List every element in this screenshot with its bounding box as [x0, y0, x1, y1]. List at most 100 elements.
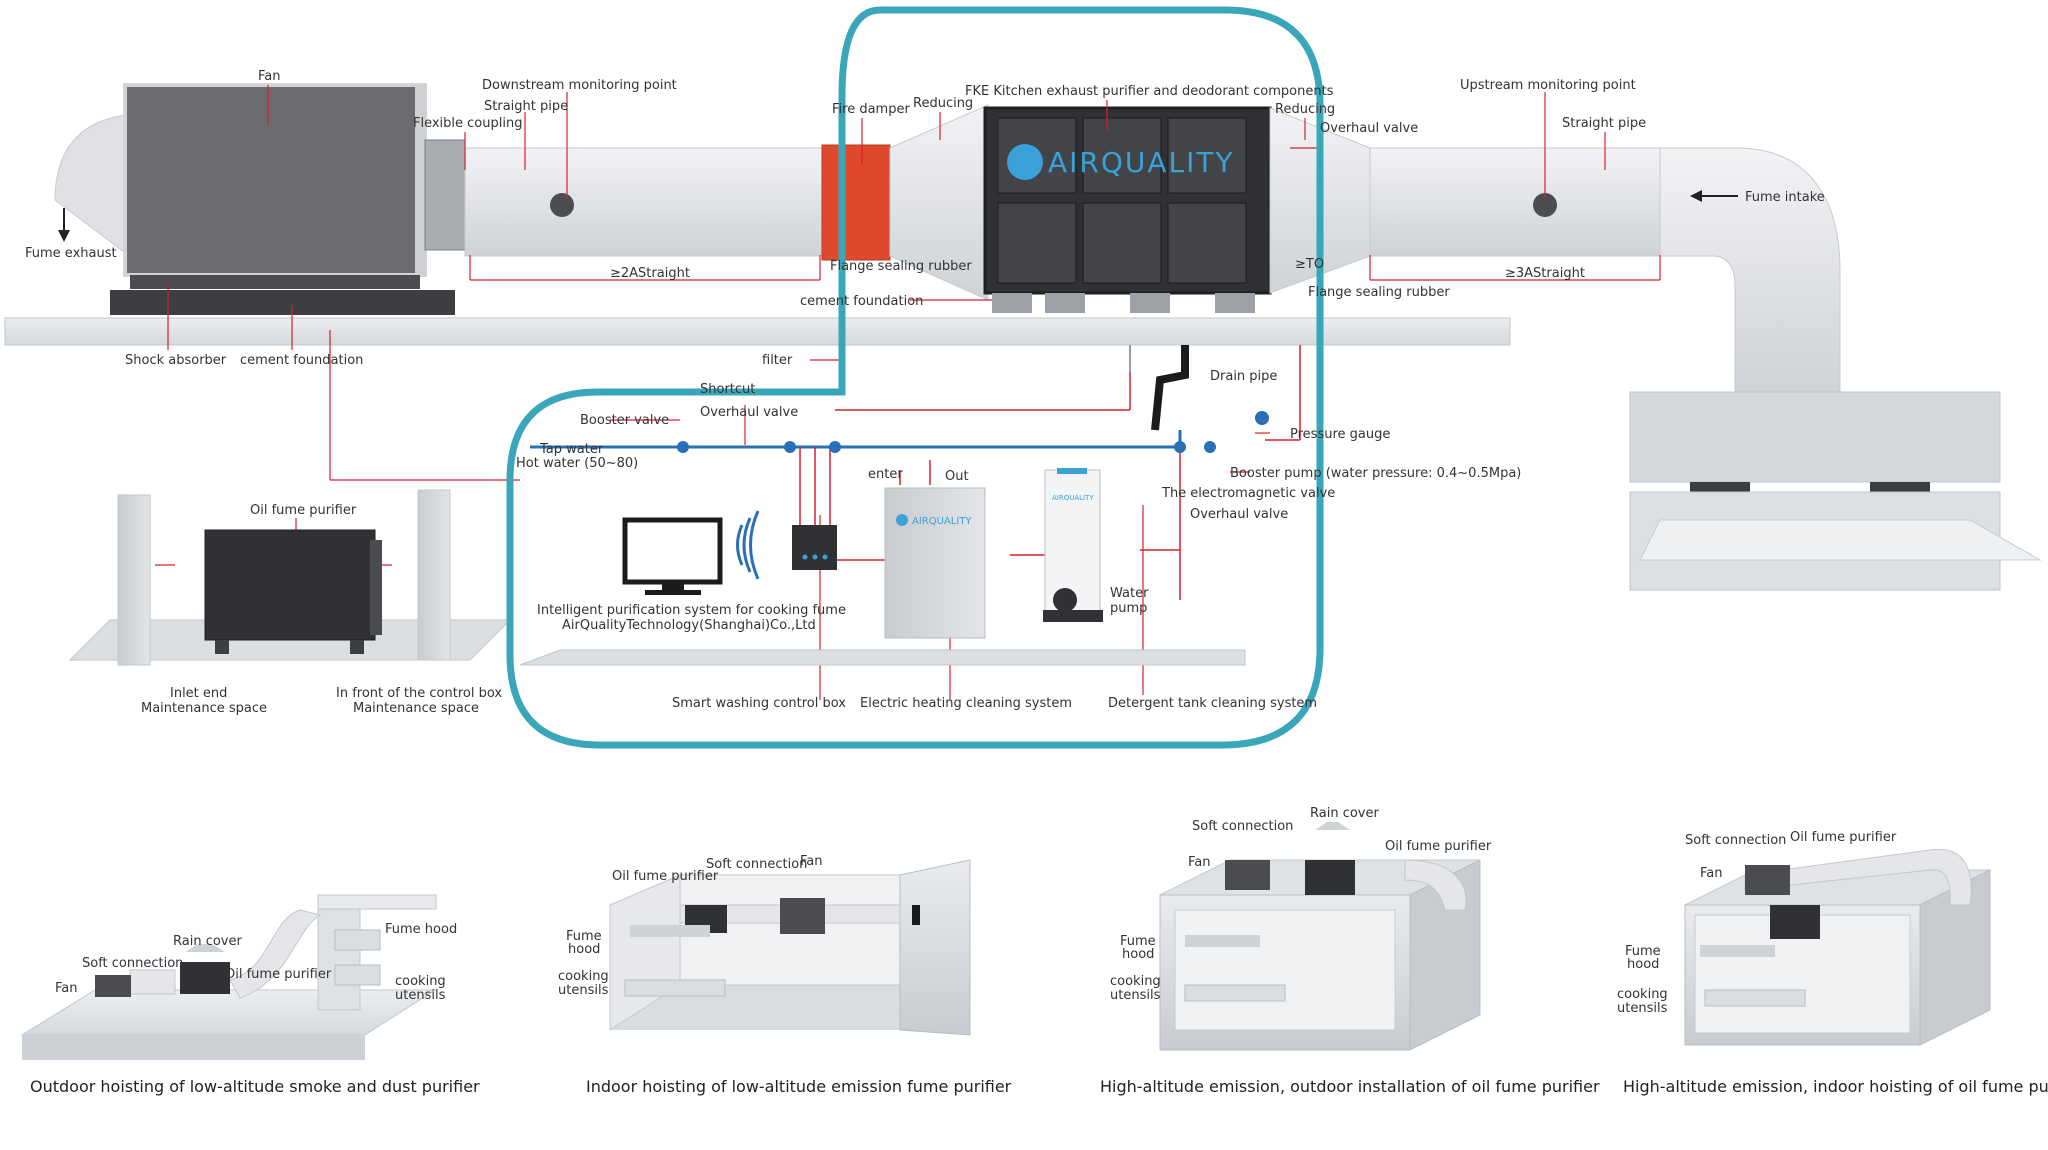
maintenance-wall-left: [117, 494, 151, 666]
brand-logo-icon: [1007, 144, 1043, 180]
scene2-oil-fume-purifier: Oil fume purifier: [612, 869, 719, 884]
label-water-pump-1: Water: [1110, 586, 1149, 601]
label-smart-washing-box: Smart washing control box: [672, 696, 846, 711]
scene-high-altitude-outdoor: Rain cover Soft connection Oil fume puri…: [1100, 806, 1600, 1096]
scene1-fume-hood: Fume hood: [385, 922, 457, 937]
label-reducing-right: Reducing: [1275, 102, 1335, 117]
booster-valve-icon: [677, 441, 689, 453]
fire-damper: [821, 144, 891, 261]
label-booster-pump: Booster pump (water pressure: 0.4~0.5Mpa…: [1230, 466, 1521, 481]
scene-high-altitude-indoor: Soft connection Oil fume purifier Fan Fu…: [1617, 830, 2048, 1096]
brand-logo-text: AIRQUALITY: [1048, 146, 1235, 179]
scene2-fume-hood-1: Fume: [566, 929, 602, 944]
scene2-fan: Fan: [800, 854, 823, 869]
label-straight-pipe-right: Straight pipe: [1562, 116, 1646, 131]
label-flexible-coupling: Flexible coupling: [413, 116, 522, 131]
label-fume-intake: Fume intake: [1745, 190, 1825, 205]
scene3-fan: Fan: [1188, 855, 1211, 870]
scene1-cooking-2: utensils: [395, 988, 446, 1003]
label-drain-pipe: Drain pipe: [1210, 369, 1277, 384]
scene2-fume-hood-2: hood: [568, 942, 600, 957]
scene3-fume-hood-1: Fume: [1120, 934, 1156, 949]
upstream-monitoring-port: [1533, 193, 1557, 217]
label-out: Out: [945, 469, 969, 484]
scene1-rain-cover: Rain cover: [173, 934, 242, 949]
shock-absorber: [110, 290, 455, 315]
label-straight-3a: ≥3AStraight: [1505, 266, 1585, 281]
top-platform: [4, 317, 1511, 346]
scene3-rain-cover: Rain cover: [1310, 806, 1379, 821]
label-intelligent-system: Intelligent purification system for cook…: [537, 603, 846, 618]
scene1-caption: Outdoor hoisting of low-altitude smoke a…: [30, 1077, 480, 1096]
label-electric-heating: Electric heating cleaning system: [860, 696, 1072, 711]
scene3-oil-fume-purifier: Oil fume purifier: [1385, 839, 1492, 854]
scene3-caption: High-altitude emission, outdoor installa…: [1100, 1077, 1600, 1096]
wifi-signal-icon: [736, 510, 760, 580]
label-flange-sealing-rubber-left: Flange sealing rubber: [830, 259, 972, 274]
scene4-fume-hood-2: hood: [1627, 957, 1659, 972]
tank-logo-text: AIRQUALITY: [1052, 494, 1094, 502]
intake-hood-top: [1629, 391, 2001, 483]
scene1-cooking-1: cooking: [395, 974, 446, 989]
label-booster-valve: Booster valve: [580, 413, 669, 428]
downstream-monitoring-port: [550, 193, 574, 217]
label-shock-absorber: Shock absorber: [125, 353, 227, 368]
oil-fume-purifier-unit: [204, 529, 376, 641]
electric-heating-cabinet: [884, 487, 986, 639]
scene2-cooking-1: cooking: [558, 969, 609, 984]
label-company: AirQualityTechnology(Shanghai)Co.,Ltd: [562, 618, 816, 633]
label-shortcut: Shortcut: [700, 382, 755, 397]
scene3-soft-connection: Soft connection: [1192, 819, 1293, 834]
cleaning-system-highlight: [506, 6, 1324, 749]
scene-indoor-low-altitude: Oil fume purifier Soft connection Fan Fu…: [558, 854, 1012, 1096]
scene2-soft-connection: Soft connection: [706, 857, 807, 872]
top-duct-system: AIRQUALITY: [4, 83, 2042, 591]
scene1-oil-fume-purifier: Oil fume purifier: [225, 967, 332, 982]
label-tap-water: Tap water: [539, 442, 604, 457]
water-pump-icon: [1053, 588, 1077, 612]
exhaust-elbow: [54, 114, 129, 257]
scene3-cooking-2: utensils: [1110, 988, 1161, 1003]
overhaul-valve-icon: [784, 441, 796, 453]
scene4-soft-connection: Soft connection: [1685, 833, 1786, 848]
scene4-oil-fume-purifier: Oil fume purifier: [1790, 830, 1897, 845]
label-hot-water: Hot water (50~80): [516, 456, 638, 471]
label-inlet-end-2: Maintenance space: [141, 701, 267, 716]
duct-left: [464, 147, 826, 257]
duct-right: [1369, 147, 1661, 257]
monitor-icon: [622, 517, 723, 585]
scene4-fume-hood-1: Fume: [1625, 944, 1661, 959]
label-filter: filter: [762, 353, 793, 368]
scene2-cooking-2: utensils: [558, 983, 609, 998]
label-flange-sealing-rubber-right: Flange sealing rubber: [1308, 285, 1450, 300]
label-overhaul-valve-mid: Overhaul valve: [700, 405, 798, 420]
cleaning-floor: [519, 649, 1246, 666]
scene3-fume-hood-2: hood: [1122, 947, 1154, 962]
scene2-caption: Indoor hoisting of low-altitude emission…: [586, 1077, 1012, 1096]
scene3-cooking-1: cooking: [1110, 974, 1161, 989]
label-ge-mark: ≥TO: [1295, 257, 1324, 272]
label-oil-fume-purifier: Oil fume purifier: [250, 503, 357, 518]
pressure-gauge-icon: [1255, 411, 1269, 425]
label-overhaul-valve-top: Overhaul valve: [1320, 121, 1418, 136]
label-electromagnetic-valve: The electromagnetic valve: [1161, 486, 1335, 501]
label-overhaul-valve-low: Overhaul valve: [1190, 507, 1288, 522]
label-fume-exhaust: Fume exhaust: [25, 246, 117, 261]
scene4-cooking-2: utensils: [1617, 1001, 1668, 1016]
smart-washing-control-box: [792, 525, 837, 570]
label-detergent-tank: Detergent tank cleaning system: [1108, 696, 1317, 711]
scene4-cooking-1: cooking: [1617, 987, 1668, 1002]
diagram-labels: Fan Fume exhaust Downstream monitoring p…: [25, 69, 1825, 716]
scene4-fan: Fan: [1700, 866, 1723, 881]
label-straight-pipe-left: Straight pipe: [484, 99, 568, 114]
maintenance-wall-right: [417, 489, 451, 661]
scene-outdoor-low-altitude: Rain cover Soft connection Oil fume puri…: [20, 894, 480, 1096]
label-cement-foundation-top: cement foundation: [800, 294, 923, 309]
label-front-control-1: In front of the control box: [336, 686, 502, 701]
label-reducing-left: Reducing: [913, 96, 973, 111]
cleaning-system: AIRQUALITY AIRQUALITY: [519, 345, 1301, 666]
label-fire-damper: Fire damper: [832, 102, 910, 117]
label-fke-components: FKE Kitchen exhaust purifier and deodora…: [965, 84, 1334, 99]
label-enter: enter: [868, 467, 903, 482]
